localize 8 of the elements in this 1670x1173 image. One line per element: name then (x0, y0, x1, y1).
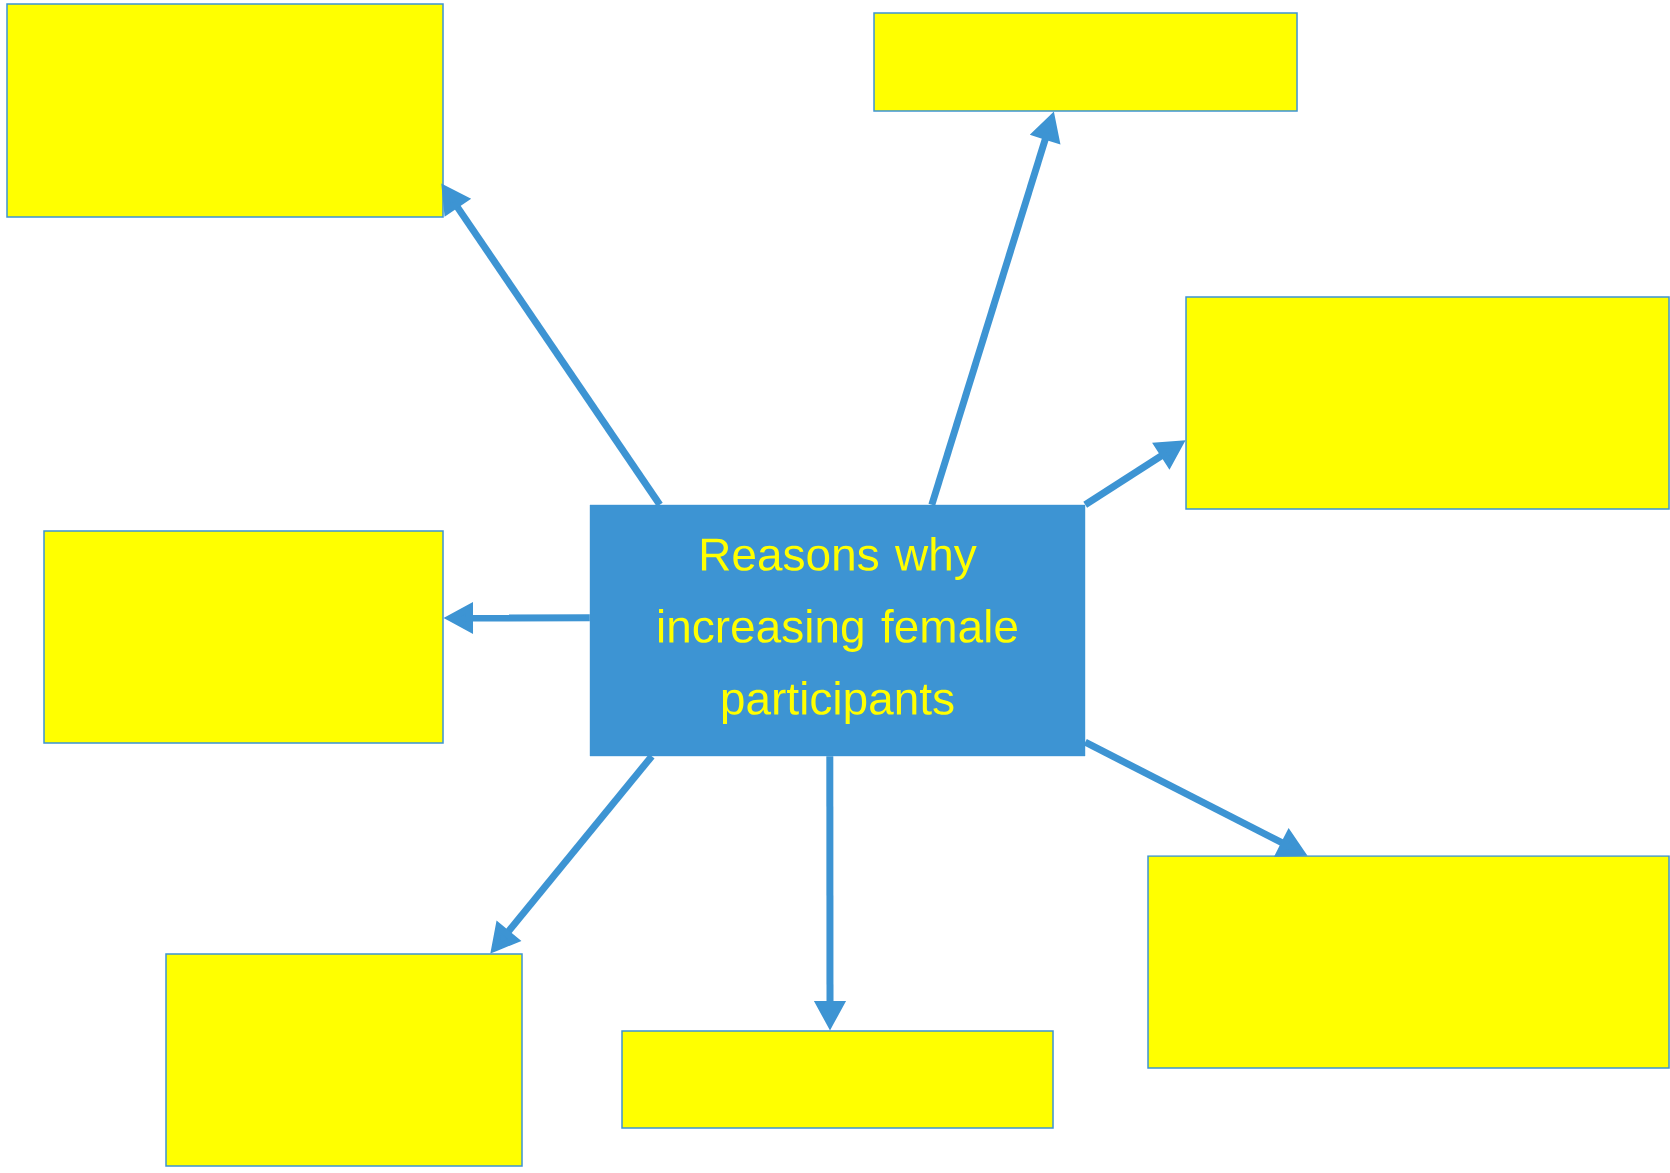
empty-box (6, 3, 444, 218)
empty-box (1185, 296, 1670, 510)
title-box: Reasons why increasing female participants (589, 504, 1086, 757)
empty-box (873, 12, 1298, 112)
empty-box (43, 530, 444, 744)
empty-box (165, 953, 523, 1167)
empty-box (1147, 855, 1670, 1069)
empty-box (621, 1030, 1054, 1129)
